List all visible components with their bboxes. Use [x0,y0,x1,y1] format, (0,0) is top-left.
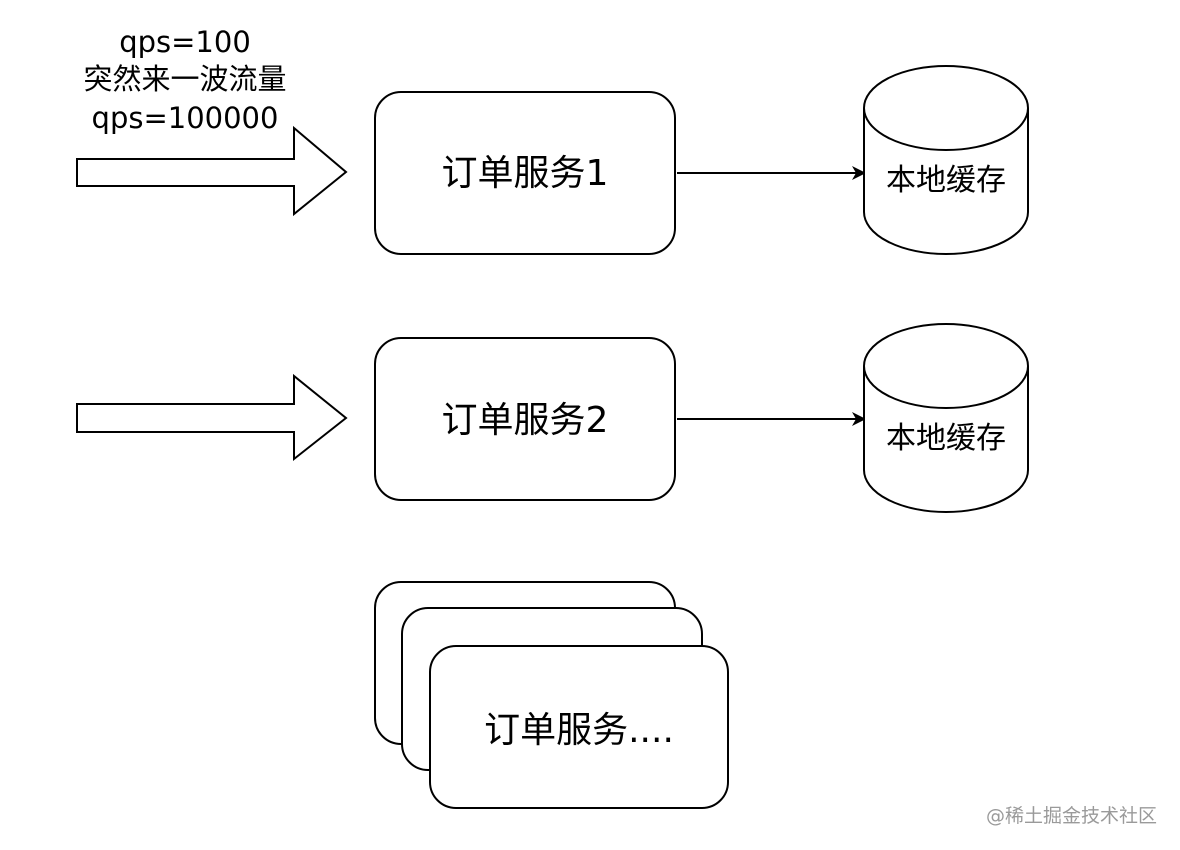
cache-cylinder-2: 本地缓存 [863,323,1029,513]
service-stack: 订单服务.... [374,581,729,809]
traffic-label-line2: 突然来一波流量 [83,62,286,96]
traffic-label: qps=100 突然来一波流量 qps=100000 [83,25,286,135]
service-label-2: 订单服务2 [442,400,609,441]
cache-label-2: 本地缓存 [886,421,1006,456]
service-box-2: 订单服务2 [374,337,676,501]
cache-label-1: 本地缓存 [886,163,1006,198]
service-label-3: 订单服务.... [484,710,674,751]
cache-cylinder-1: 本地缓存 [863,65,1029,255]
traffic-arrow-1 [76,125,348,217]
site-watermark: @稀土掘金技术社区 [986,805,1157,827]
service-box-1: 订单服务1 [374,91,676,255]
traffic-arrow-2 [76,373,348,462]
service-label-1: 订单服务1 [442,153,609,194]
service-stack-layer-front [429,645,729,809]
traffic-label-line1: qps=100 [119,25,251,59]
traffic-label-line3: qps=100000 [92,101,279,135]
